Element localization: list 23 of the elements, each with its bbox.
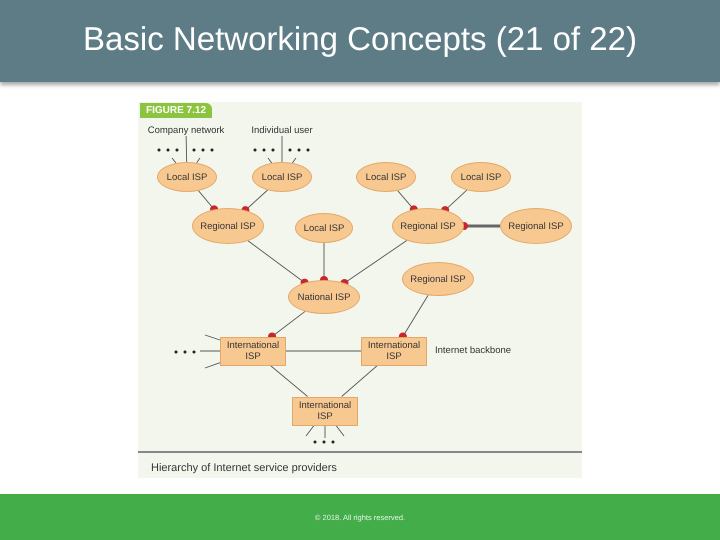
node-label: Company network	[144, 124, 228, 136]
connector-line	[324, 425, 326, 438]
connector-line	[204, 362, 220, 368]
connector-line	[204, 334, 220, 340]
connector-line	[336, 425, 344, 436]
isp-box: International ISP	[292, 396, 358, 426]
connector-line	[341, 365, 378, 397]
connector-line	[196, 158, 200, 164]
connector-line	[186, 136, 188, 162]
node-label: Individual user	[244, 124, 320, 136]
figure-tag: FIGURE 7.12	[140, 103, 212, 118]
connector-line	[306, 425, 314, 436]
connector-line	[286, 350, 362, 352]
slide-title: Basic Networking Concepts (21 of 22)	[82, 20, 638, 58]
connector-line	[292, 158, 296, 164]
isp-box: International ISP	[361, 336, 427, 366]
isp-box: International ISP	[220, 336, 286, 366]
side-label: Internet backbone	[435, 345, 512, 356]
connector-line	[172, 158, 176, 164]
connector-line	[268, 158, 272, 164]
figure-caption: Hierarchy of Internet service providers	[151, 462, 337, 474]
connector-line	[200, 350, 220, 352]
connector-line	[270, 365, 308, 397]
